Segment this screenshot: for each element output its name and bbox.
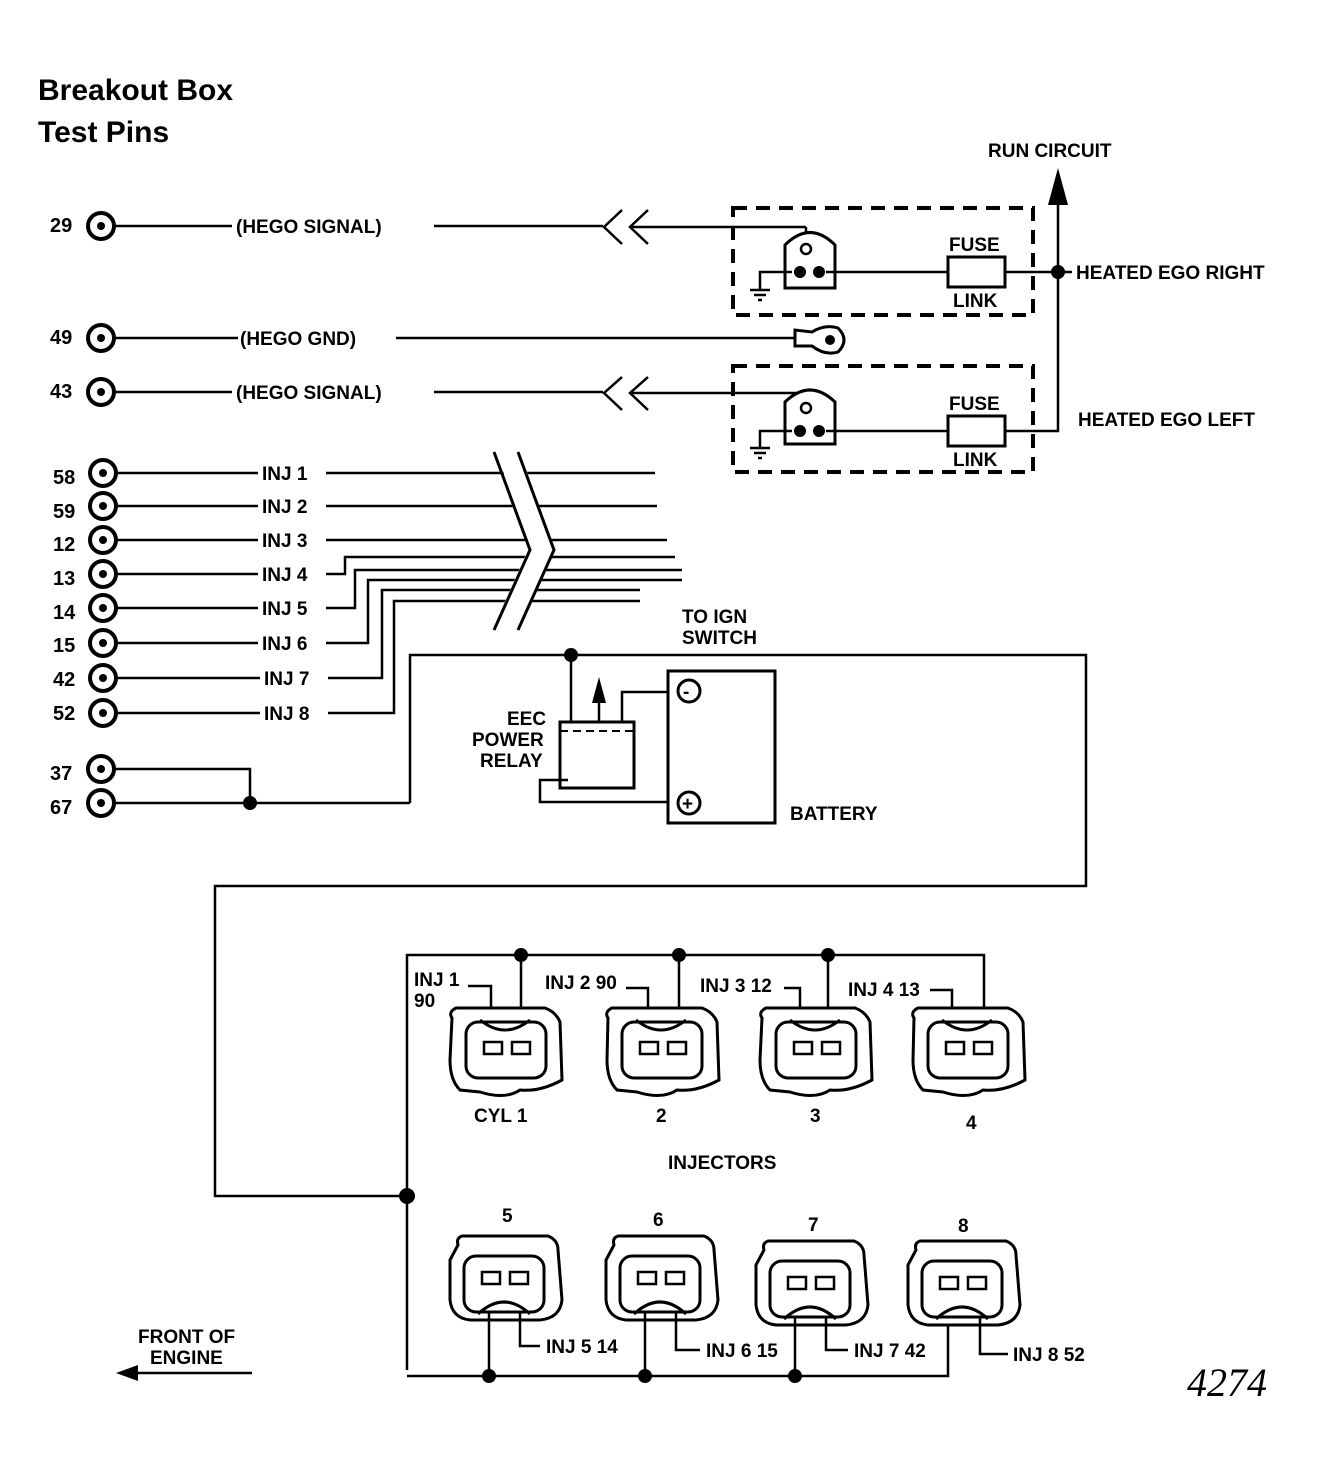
to-ign-label-line-1: TO IGN [682, 607, 747, 628]
pin-52-signal: INJ 8 [264, 704, 309, 725]
pin-29-signal: (HEGO SIGNAL) [236, 217, 382, 238]
pin-15-signal: INJ 6 [262, 634, 307, 655]
pin-52-number: 52 [53, 703, 75, 725]
title-line-1: Breakout Box [38, 74, 233, 107]
injector-cyl-4: INJ 4 13 4 [848, 980, 1027, 1134]
pin-58-number: 58 [53, 467, 75, 489]
pin-52: 52 INJ 8 [53, 599, 640, 728]
fuse-label-left: FUSE [949, 394, 1000, 415]
pin-59-signal: INJ 2 [262, 497, 307, 518]
front-of-engine-line-2: ENGINE [150, 1348, 223, 1369]
hego-right-sensor: FUSE LINK [602, 206, 1065, 317]
eec-power-relay [538, 677, 682, 804]
hego-ground-connector [793, 325, 846, 355]
title-line-2: Test Pins [38, 116, 169, 149]
pin-29: 29 (HEGO SIGNAL) [50, 211, 603, 241]
injector-4-wire-label: INJ 4 13 [848, 980, 920, 1001]
injectors-label: INJECTORS [668, 1153, 776, 1174]
figure-number: 4274 [1187, 1360, 1267, 1405]
pin-12-number: 12 [53, 534, 75, 556]
pin-58-signal: INJ 1 [262, 464, 308, 485]
pin-49-number: 49 [50, 327, 72, 349]
pin-15-number: 15 [53, 635, 75, 657]
battery: - + [666, 669, 777, 825]
injector-cyl-5: 5 INJ 5 14 [448, 1206, 618, 1376]
pin-59: 59 INJ 2 [53, 491, 657, 523]
pin-49: 49 (HEGO GND) [50, 323, 795, 353]
injector-1-wire-label-2: 90 [414, 991, 435, 1012]
injector-3-cylinder-label: 3 [810, 1106, 821, 1127]
pin-42-signal: INJ 7 [264, 669, 309, 690]
pin-49-signal: (HEGO GND) [240, 329, 356, 350]
injector-5-cylinder-label: 5 [502, 1206, 513, 1227]
injector-cyl-1: INJ 1 90 CYL 1 [414, 955, 564, 1127]
hego-left-sensor: FUSE LINK [602, 272, 1060, 474]
harness-break-symbol [492, 451, 556, 631]
injector-cyl-8: 8 INJ 8 52 [906, 1216, 1085, 1366]
pin-67: 67 [50, 788, 410, 819]
injector-6-cylinder-label: 6 [653, 1210, 664, 1231]
injector-7-wire-label: INJ 7 42 [854, 1341, 926, 1362]
battery-negative: - [683, 682, 689, 703]
heated-ego-right-label: HEATED EGO RIGHT [1076, 263, 1265, 284]
pin-13-signal: INJ 4 [262, 565, 308, 586]
pin-43: 43 (HEGO SIGNAL) [50, 377, 603, 407]
pin-37: 37 [50, 754, 252, 802]
injector-7-cylinder-label: 7 [808, 1215, 819, 1236]
injector-3-wire-label: INJ 3 12 [700, 976, 772, 997]
injector-cyl-2: INJ 2 90 2 [545, 955, 721, 1127]
pin-12: 12 INJ 3 [53, 525, 667, 556]
link-label-left: LINK [953, 450, 998, 471]
eec-label-line-2: POWER [472, 730, 544, 751]
battery-label: BATTERY [790, 804, 878, 825]
eec-label-line-1: EEC [507, 709, 546, 730]
to-ign-label-line-2: SWITCH [682, 628, 757, 649]
injector-1-cylinder-label: CYL 1 [474, 1106, 528, 1127]
pin-42-number: 42 [53, 669, 75, 691]
pin-59-number: 59 [53, 501, 75, 523]
pin-37-number: 37 [50, 763, 72, 785]
pin-13-number: 13 [53, 568, 75, 590]
eec-label-line-3: RELAY [480, 751, 543, 772]
front-of-engine-arrow [116, 1365, 252, 1381]
heated-ego-left-label: HEATED EGO LEFT [1078, 410, 1255, 431]
pin-12-signal: INJ 3 [262, 531, 307, 552]
pin-67-number: 67 [50, 797, 72, 819]
injector-8-cylinder-label: 8 [958, 1216, 969, 1237]
run-circuit-arrow [1048, 168, 1072, 274]
pin-13: 13 INJ 4 [53, 555, 675, 590]
pin-43-signal: (HEGO SIGNAL) [236, 383, 382, 404]
run-circuit-label: RUN CIRCUIT [988, 141, 1112, 162]
injector-8-wire-label: INJ 8 52 [1013, 1345, 1085, 1366]
pin-43-number: 43 [50, 381, 72, 403]
injector-2-wire-label: INJ 2 90 [545, 973, 617, 994]
pin-14-signal: INJ 5 [262, 599, 308, 620]
pin-14-number: 14 [53, 602, 76, 624]
pin-14: 14 INJ 5 [53, 568, 682, 624]
injector-cyl-3: INJ 3 12 3 [700, 955, 874, 1127]
injector-1-wire-label: INJ 1 [414, 970, 460, 991]
pin-15: 15 INJ 6 [53, 578, 682, 658]
battery-positive: + [682, 794, 693, 815]
injector-6-wire-label: INJ 6 15 [706, 1341, 778, 1362]
pin-42: 42 INJ 7 [53, 588, 640, 693]
front-of-engine-line-1: FRONT OF [138, 1327, 235, 1348]
injector-5-wire-label: INJ 5 14 [546, 1337, 618, 1358]
injector-2-cylinder-label: 2 [656, 1106, 667, 1127]
pin-29-number: 29 [50, 215, 72, 237]
injector-cyl-6: 6 INJ 6 15 [604, 1210, 778, 1376]
pin-58: 58 INJ 1 [53, 458, 655, 489]
power-relay-circuit [213, 648, 1088, 1198]
injector-cyl-7: 7 INJ 7 42 [754, 1215, 926, 1376]
fuse-label-right: FUSE [949, 235, 1000, 256]
link-label-right: LINK [953, 291, 998, 312]
injector-4-cylinder-label: 4 [966, 1113, 977, 1134]
